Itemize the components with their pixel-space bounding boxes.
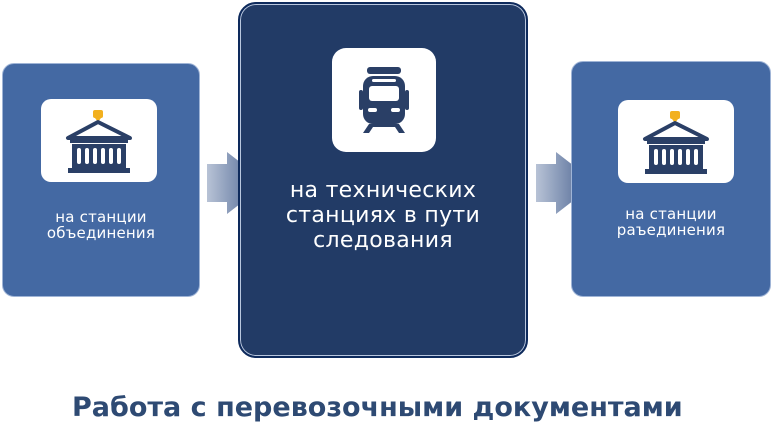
- step-label: на технических станциях в пути следовани…: [285, 178, 481, 253]
- icon-box: [618, 100, 734, 183]
- step-card-merge-station: на станции объединения: [2, 63, 200, 297]
- icon-box: [332, 48, 436, 152]
- step-label: на станции раъединения: [616, 205, 726, 239]
- arrow-right-icon: [536, 152, 596, 214]
- train-icon: [359, 67, 409, 133]
- page-title: Работа с перевозочными документами: [72, 392, 683, 423]
- step-card-technical-stations: на технических станциях в пути следовани…: [238, 2, 528, 358]
- step-label: на станции объединения: [46, 208, 156, 242]
- arrow-right-icon: [207, 152, 267, 214]
- station-building-icon: [66, 109, 132, 173]
- step-card-split-station: на станции раъединения: [571, 61, 771, 297]
- station-building-icon: [643, 110, 709, 174]
- icon-box: [41, 99, 157, 182]
